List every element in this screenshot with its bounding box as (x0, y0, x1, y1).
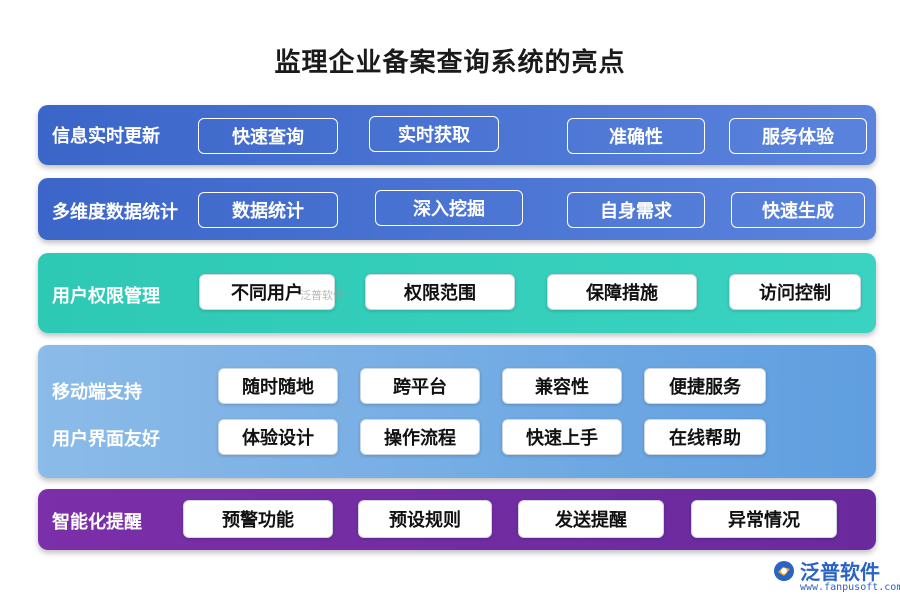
feature-pill: 快速生成 (731, 192, 865, 228)
feature-pill: 准确性 (567, 118, 705, 154)
feature-pill: 随时随地 (218, 368, 338, 404)
feature-pill: 操作流程 (360, 419, 480, 455)
feature-pill: 兼容性 (502, 368, 622, 404)
feature-pill: 保障措施 (547, 274, 697, 310)
band-permission-mgmt: 用户权限管理 不同用户 权限范围 保障措施 访问控制 (38, 253, 876, 333)
band-label: 多维度数据统计 (52, 202, 178, 223)
feature-pill: 深入挖掘 (375, 190, 523, 226)
feature-pill: 异常情况 (691, 500, 837, 538)
band-label: 智能化提醒 (52, 512, 142, 533)
feature-pill: 快速上手 (502, 419, 622, 455)
feature-pill: 服务体验 (729, 118, 867, 154)
brand-logo: 泛普软件 (772, 556, 880, 585)
feature-pill: 访问控制 (729, 274, 861, 310)
feature-pill: 实时获取 (369, 116, 499, 152)
band-label: 用户权限管理 (52, 286, 160, 307)
band-multidim-stats: 多维度数据统计 数据统计 深入挖掘 自身需求 快速生成 (38, 178, 876, 240)
logo-url: www.fanpusoft.com (800, 582, 900, 593)
logo-text: 泛普软件 (800, 560, 880, 584)
band-label: 移动端支持 (52, 382, 142, 403)
logo-icon (774, 560, 794, 581)
band-label: 用户界面友好 (52, 429, 160, 450)
band-mobile-ui: 移动端支持 随时随地 跨平台 兼容性 便捷服务 用户界面友好 体验设计 操作流程… (38, 345, 876, 478)
feature-pill: 快速查询 (198, 118, 338, 154)
band-smart-reminder: 智能化提醒 预警功能 预设规则 发送提醒 异常情况 (38, 489, 876, 550)
feature-pill: 便捷服务 (644, 368, 766, 404)
band-label: 信息实时更新 (52, 126, 160, 147)
feature-pill: 权限范围 (365, 274, 515, 310)
feature-pill: 跨平台 (360, 368, 480, 404)
feature-pill: 预警功能 (183, 500, 333, 538)
watermark: 泛普软件 (300, 289, 344, 302)
feature-pill: 在线帮助 (644, 419, 766, 455)
feature-pill: 体验设计 (218, 419, 338, 455)
feature-pill: 自身需求 (567, 192, 705, 228)
band-realtime-info: 信息实时更新 快速查询 实时获取 准确性 服务体验 (38, 105, 876, 165)
feature-pill: 发送提醒 (518, 500, 664, 538)
feature-pill: 数据统计 (198, 192, 338, 228)
feature-pill: 不同用户 (199, 274, 335, 310)
feature-pill: 预设规则 (358, 500, 492, 538)
page-title: 监理企业备案查询系统的亮点 (274, 48, 626, 78)
